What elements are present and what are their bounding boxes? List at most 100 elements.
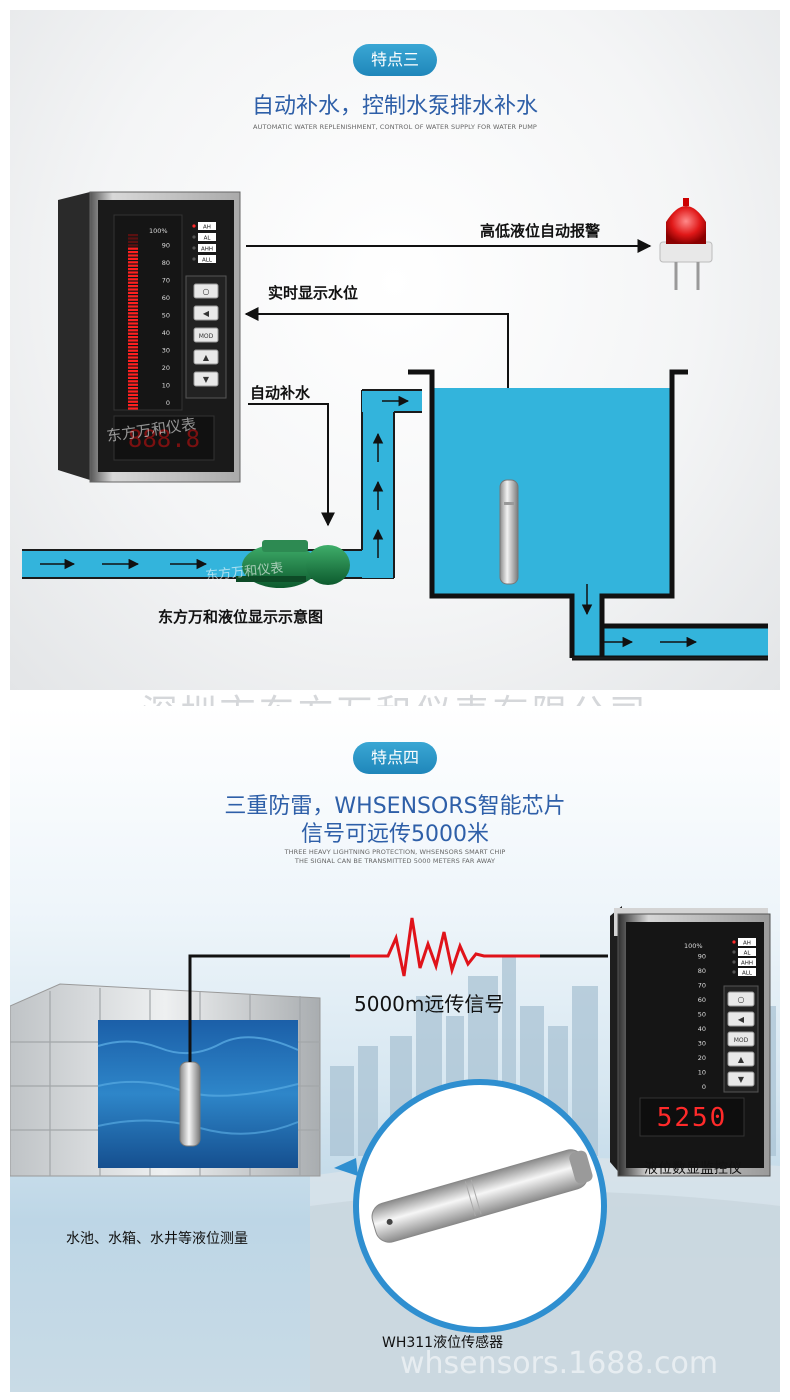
bar-segment <box>128 285 138 288</box>
scale-label: 30 <box>162 347 170 355</box>
bar-segment <box>128 366 138 369</box>
realtime-arrow <box>244 307 509 402</box>
left-button[interactable] <box>727 1011 755 1027</box>
scale-label: 10 <box>698 1069 706 1077</box>
indicator-dot <box>732 960 736 964</box>
indicator-dot <box>192 224 196 228</box>
feature4-title-line1: 三重防雷，WHSENSORS智能芯片 <box>224 794 566 819</box>
bar-segment <box>128 257 138 260</box>
set-button[interactable] <box>727 991 755 1007</box>
steel-water-tank <box>10 983 321 1177</box>
bar-segment <box>128 315 138 318</box>
left-button[interactable] <box>193 305 219 321</box>
set-button[interactable] <box>193 283 219 299</box>
scale-label: 0 <box>702 1083 706 1091</box>
bar-segment <box>128 332 138 335</box>
submerged-sensor-icon <box>179 1061 201 1147</box>
bar-segment <box>128 346 138 349</box>
indicator-label: AL <box>204 236 212 242</box>
scale-label: 90 <box>162 242 170 250</box>
bar-segment <box>128 397 138 400</box>
monitor-label: 液位数显监控仪 <box>644 1161 742 1177</box>
mod-button[interactable] <box>727 1031 755 1047</box>
wh311-sensor-icon <box>371 1149 593 1243</box>
refill-label: 自动补水 <box>250 384 311 402</box>
indicator-label: AL <box>744 951 752 957</box>
alarm-lamp-icon <box>659 198 713 290</box>
bar-segment <box>128 312 138 315</box>
feature4-tag: 特点四 <box>352 742 438 774</box>
indicator-box <box>738 938 756 946</box>
down-button[interactable] <box>727 1071 755 1087</box>
up-icon: ▲ <box>203 353 210 362</box>
bar-segment <box>128 268 138 271</box>
indicator-box <box>198 244 216 252</box>
scale-label: 80 <box>698 967 706 975</box>
mod-button[interactable] <box>193 327 219 343</box>
up-button[interactable] <box>193 349 219 365</box>
control-buttons: ○◀MOD▲▼ <box>193 283 219 387</box>
signal-wave <box>350 917 540 977</box>
indicator-box <box>738 968 756 976</box>
bar-segment <box>128 319 138 322</box>
water-pump-icon: 东方万和仪表 <box>205 540 350 588</box>
level-sensor-icon <box>499 479 519 585</box>
indicator-box <box>738 958 756 966</box>
indicator-dot <box>192 235 196 239</box>
bar-segment <box>128 404 138 407</box>
bar-segment <box>128 383 138 386</box>
bar-segment <box>128 264 138 267</box>
bar-segment <box>128 363 138 366</box>
up-button[interactable] <box>727 1051 755 1067</box>
bar-segment <box>128 329 138 332</box>
feature3-subtitle: AUTOMATIC WATER REPLENISHMENT, CONTROL O… <box>253 123 537 131</box>
scale-label: 40 <box>162 329 170 337</box>
refill-arrow <box>248 403 335 527</box>
bar-segment <box>128 390 138 393</box>
sensor-callout <box>334 1079 607 1333</box>
feature3-panel: 特点三 自动补水，控制水泵排水补水 AUTOMATIC WATER REPLEN… <box>10 10 780 690</box>
bar-segment <box>128 349 138 352</box>
bar-segment <box>128 322 138 325</box>
signal-label: 5000m远传信号 <box>354 992 505 1016</box>
water-tank <box>408 369 768 661</box>
bar-segment <box>128 278 138 281</box>
bar-segment <box>128 376 138 379</box>
down-button[interactable] <box>193 371 219 387</box>
bar-segment <box>128 244 138 247</box>
indicator-dot <box>732 950 736 954</box>
feature4-panel: 特点四 三重防雷，WHSENSORS智能芯片 信号可远传5000米 THREE … <box>10 706 780 1392</box>
bar-segment <box>128 240 138 243</box>
scale-top: 100% <box>684 942 703 950</box>
led-display: 888.8 <box>128 425 200 453</box>
bar-segment <box>128 281 138 284</box>
bar-segment <box>128 302 138 305</box>
scale-label: 20 <box>162 364 170 372</box>
bar-segment <box>128 370 138 373</box>
scale-top: 100% <box>149 227 168 235</box>
bar-segment <box>128 291 138 294</box>
indicator-label: AH <box>203 225 211 231</box>
indicator-box <box>738 948 756 956</box>
bargraph <box>128 234 138 410</box>
scale-label: 60 <box>162 294 170 302</box>
bar-segment <box>128 295 138 298</box>
diagram-caption: 东方万和液位显示示意图 <box>158 608 324 626</box>
indicator-dot <box>192 246 196 250</box>
bar-segment <box>128 407 138 410</box>
indicator-label: AH <box>743 941 751 947</box>
bar-segment <box>128 288 138 291</box>
bar-segment <box>128 274 138 277</box>
control-buttons: ○◀MOD▲▼ <box>727 991 755 1087</box>
bar-segment <box>128 393 138 396</box>
bar-segment <box>128 234 138 237</box>
left-icon: ◀ <box>738 1015 745 1024</box>
scale-label: 80 <box>162 259 170 267</box>
bar-segment <box>128 261 138 264</box>
